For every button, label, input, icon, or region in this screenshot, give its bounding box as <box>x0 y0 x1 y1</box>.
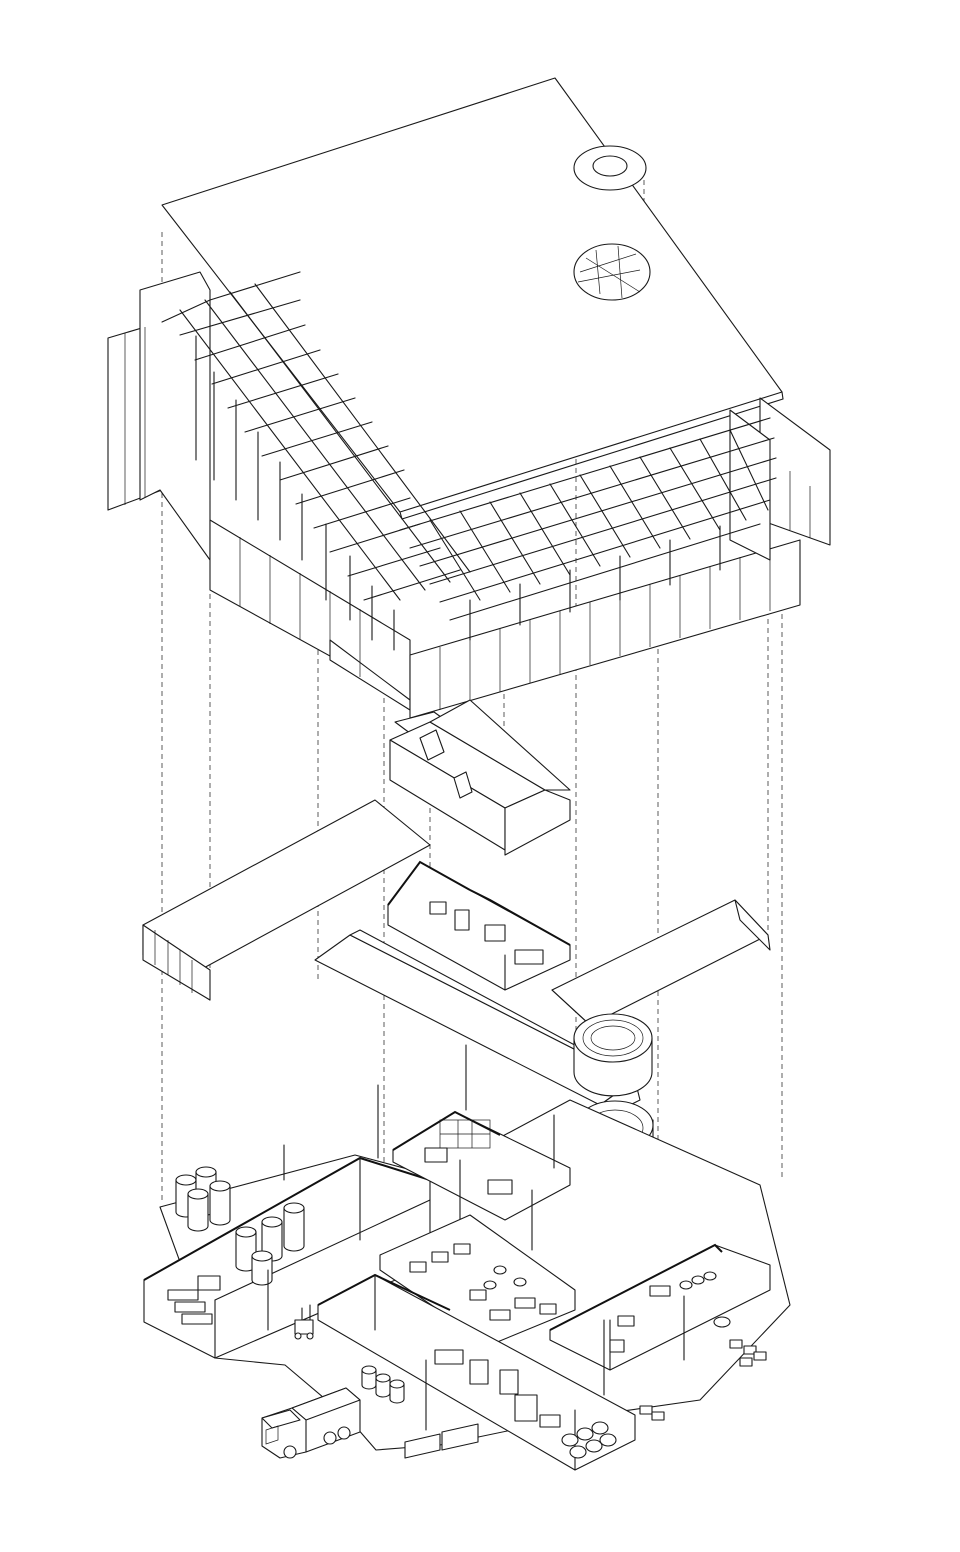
gable-right <box>551 899 771 1026</box>
stair-tower-1 <box>573 1013 653 1097</box>
truck <box>261 1387 361 1459</box>
columns <box>267 1044 685 1431</box>
drawing-detail-group <box>179 283 471 601</box>
forklift <box>294 1304 314 1340</box>
skylight-opening <box>573 243 651 301</box>
ground-floor <box>143 1044 791 1471</box>
office-rooms <box>392 1110 571 1251</box>
drawing-detail-group <box>124 327 811 710</box>
rooflight-ring <box>573 145 647 191</box>
gable-long-left <box>142 799 431 1001</box>
storage-tanks <box>175 1166 305 1286</box>
storage-wing <box>549 1243 771 1421</box>
tank-hall <box>143 1156 431 1359</box>
barrels-mid <box>361 1365 405 1404</box>
drawing-detail-group <box>195 335 721 651</box>
drawing-detail-group <box>399 417 777 621</box>
barrels-lower <box>561 1421 617 1459</box>
racks <box>167 1275 221 1325</box>
roof-slab <box>161 77 784 520</box>
gable-with-skylights <box>389 699 571 856</box>
pallets-right <box>639 1339 767 1421</box>
barrels-right <box>679 1271 731 1328</box>
workshop-hall <box>379 1214 576 1346</box>
office-cutaway-upper <box>387 860 571 991</box>
timber-grid-structure <box>107 271 831 719</box>
crates <box>404 1423 479 1459</box>
lower-long-building <box>317 1273 636 1471</box>
